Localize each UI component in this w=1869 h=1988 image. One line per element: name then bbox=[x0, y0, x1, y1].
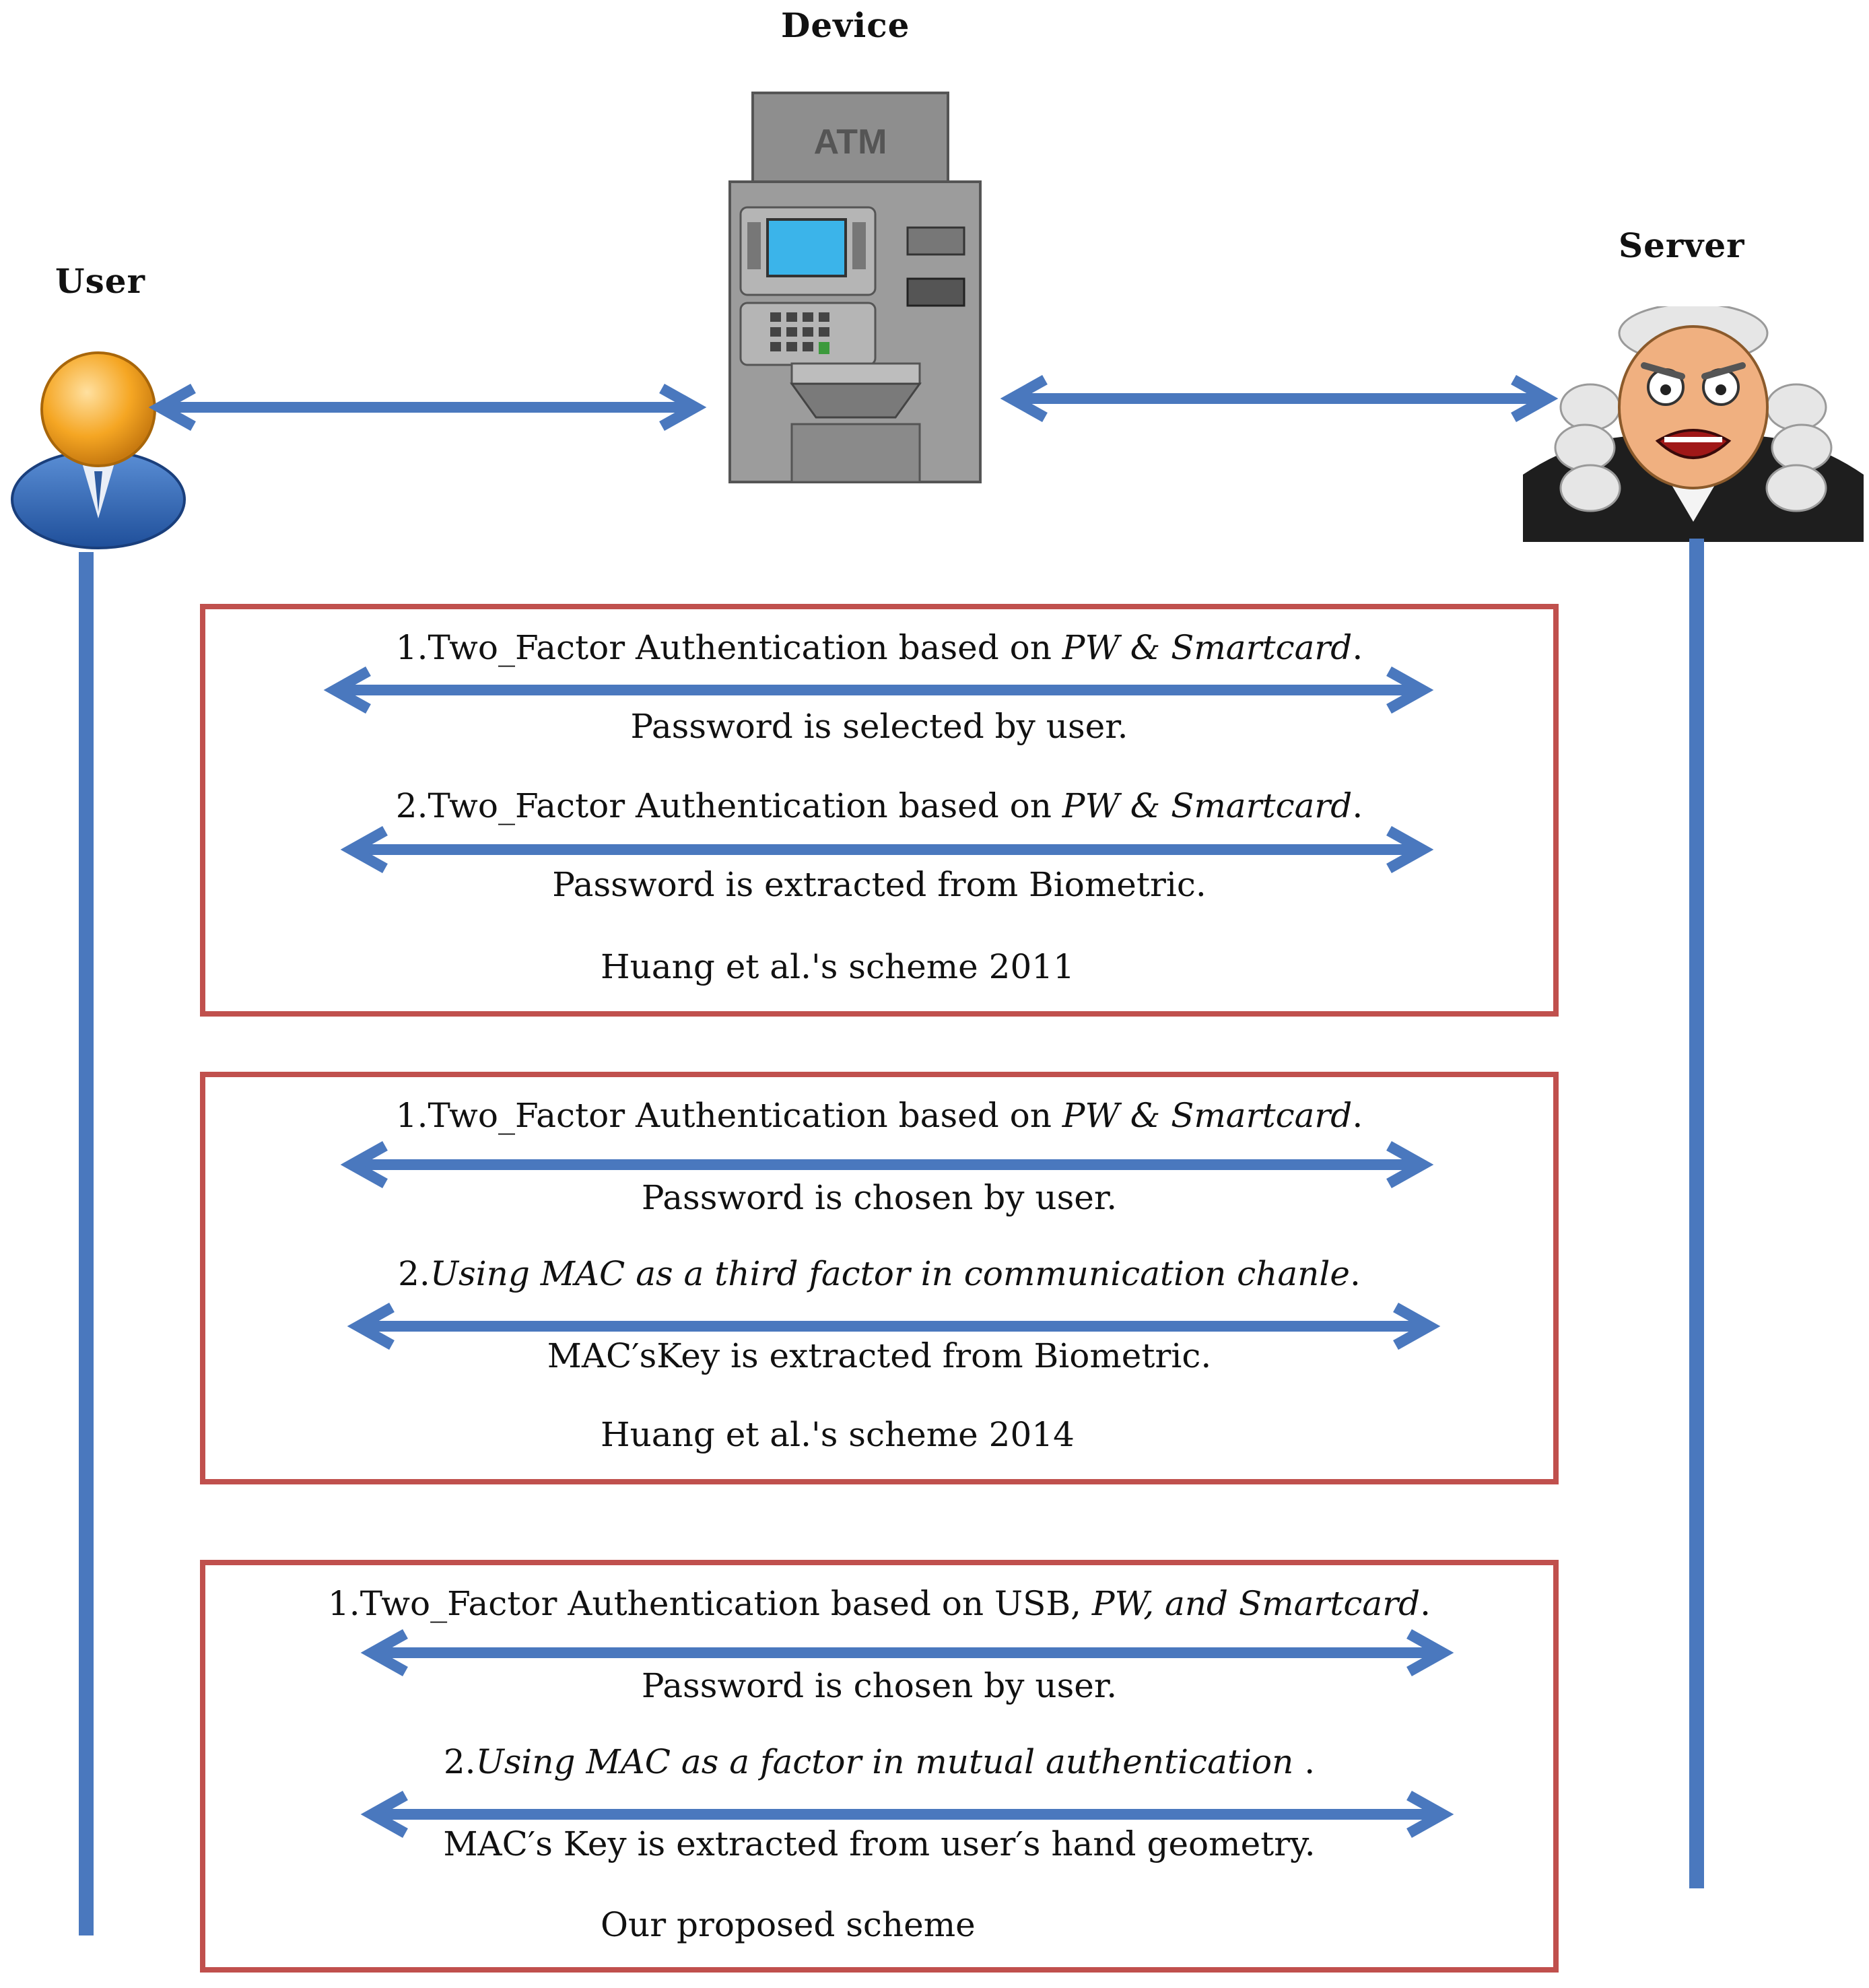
step-tail: . bbox=[1352, 1096, 1363, 1135]
server-label: Server bbox=[1619, 226, 1745, 265]
step-1-arrow bbox=[340, 1141, 1434, 1188]
step-1-arrow bbox=[323, 666, 1434, 714]
step-text: Two_Factor Authentication based on bbox=[428, 628, 1062, 667]
step-2-label: 2.Two_Factor Authentication based on PW … bbox=[205, 786, 1553, 825]
step-1-label: 1.Two_Factor Authentication based on PW … bbox=[205, 1096, 1553, 1135]
step-italic: PW, and Smartcard bbox=[1091, 1584, 1421, 1623]
atm-sign-text: ATM bbox=[814, 123, 887, 162]
step-tail: . bbox=[1293, 1742, 1316, 1781]
scheme-box-huang-2011: 1.Two_Factor Authentication based on PW … bbox=[200, 604, 1559, 1017]
device-label: Device bbox=[781, 5, 910, 45]
step-1-note: Password is selected by user. bbox=[630, 707, 1128, 746]
step-text: Two_Factor Authentication based on bbox=[428, 1096, 1062, 1135]
step-2-label: 2.Using MAC as a factor in mutual authen… bbox=[205, 1742, 1553, 1781]
atm-machine-icon: ATM bbox=[728, 92, 982, 483]
scheme-caption: Huang et al.'s scheme 2014 bbox=[601, 1415, 1075, 1454]
step-text: Two_Factor Authentication based on bbox=[428, 786, 1062, 825]
step-italic: Using MAC as a third factor in communica… bbox=[430, 1254, 1350, 1293]
step-number: 1. bbox=[327, 1584, 360, 1623]
step-tail: . bbox=[1352, 786, 1363, 825]
scheme-box-proposed: 1.Two_Factor Authentication based on USB… bbox=[200, 1560, 1559, 1973]
device-server-arrow bbox=[1000, 375, 1559, 422]
user-lifeline bbox=[79, 552, 94, 1935]
step-2-note: MAC′sKey is extracted from Biometric. bbox=[547, 1336, 1212, 1375]
step-2-note: MAC′s Key is extracted from user′s hand … bbox=[443, 1824, 1316, 1863]
step-italic: PW & Smartcard bbox=[1062, 786, 1353, 825]
server-lifeline bbox=[1689, 539, 1704, 1888]
step-2-label: 2.Using MAC as a third factor in communi… bbox=[205, 1254, 1553, 1293]
step-italic: Using MAC as a factor in mutual authenti… bbox=[475, 1742, 1294, 1781]
step-1-label: 1.Two_Factor Authentication based on PW … bbox=[205, 628, 1553, 667]
step-tail: . bbox=[1352, 628, 1363, 667]
step-1-note: Password is chosen by user. bbox=[641, 1666, 1118, 1705]
step-number: 2. bbox=[398, 1254, 430, 1293]
user-avatar-icon bbox=[11, 351, 186, 549]
step-1-label: 1.Two_Factor Authentication based on USB… bbox=[205, 1584, 1553, 1623]
step-text: Two_Factor Authentication based on USB, bbox=[360, 1584, 1092, 1623]
step-2-note: Password is extracted from Biometric. bbox=[552, 865, 1207, 904]
judge-server-icon bbox=[1523, 306, 1864, 542]
scheme-caption: Our proposed scheme bbox=[601, 1905, 976, 1944]
step-tail: . bbox=[1349, 1254, 1361, 1293]
step-number: 2. bbox=[443, 1742, 476, 1781]
step-2-arrow bbox=[360, 1791, 1454, 1838]
step-number: 2. bbox=[395, 786, 428, 825]
step-1-note: Password is chosen by user. bbox=[641, 1178, 1118, 1217]
user-device-arrow bbox=[148, 384, 707, 431]
step-2-arrow bbox=[340, 826, 1434, 873]
scheme-box-huang-2014: 1.Two_Factor Authentication based on PW … bbox=[200, 1072, 1559, 1484]
step-2-arrow bbox=[347, 1303, 1441, 1350]
scheme-caption: Huang et al.'s scheme 2011 bbox=[601, 947, 1075, 986]
step-italic: PW & Smartcard bbox=[1062, 628, 1353, 667]
user-label: User bbox=[55, 261, 145, 301]
step-1-arrow bbox=[360, 1629, 1454, 1676]
step-italic: PW & Smartcard bbox=[1062, 1096, 1353, 1135]
step-tail: . bbox=[1420, 1584, 1431, 1623]
step-number: 1. bbox=[395, 1096, 428, 1135]
step-number: 1. bbox=[395, 628, 428, 667]
